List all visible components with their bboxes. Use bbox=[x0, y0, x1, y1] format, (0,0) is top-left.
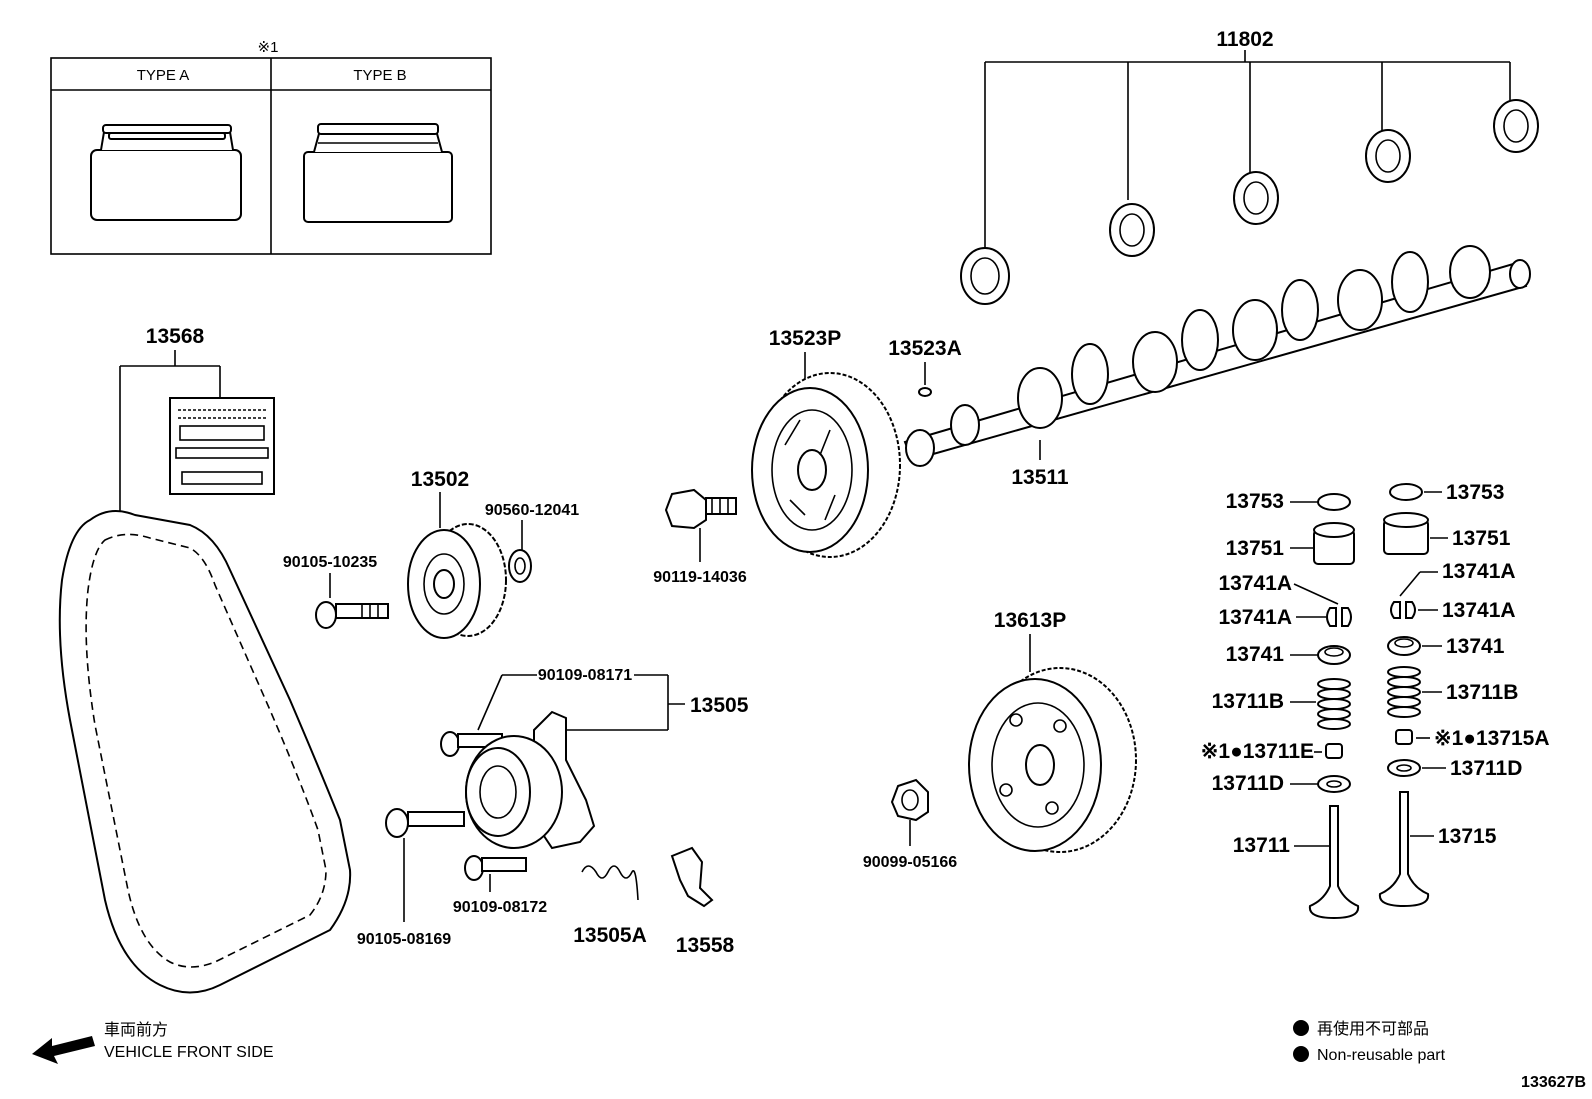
camshaft-timing-pulley: 13523P bbox=[751, 327, 901, 558]
non-reusable-bullet-icon bbox=[1293, 1046, 1309, 1062]
type-insert-box: ※1 TYPE A TYPE B bbox=[50, 39, 492, 255]
valve-seal-type-b-illustration bbox=[303, 123, 453, 223]
part-number-90105-08169: 90105-08169 bbox=[357, 931, 451, 948]
belt-label-card bbox=[169, 397, 275, 495]
part-number-13523P: 13523P bbox=[769, 327, 841, 350]
spacer-90560: 90560-12041 bbox=[485, 502, 579, 583]
bolt-90105-10235: 90105-10235 bbox=[283, 554, 389, 629]
part-number-13511: 13511 bbox=[1011, 466, 1069, 489]
part-number-90109-08172: 90109-08172 bbox=[453, 899, 547, 916]
legend-label-jp: 再使用不可部品 bbox=[1317, 1020, 1429, 1038]
part-number-13741A-1: 13741A bbox=[1218, 572, 1292, 595]
bearing-5 bbox=[1493, 99, 1539, 153]
part-number-13753-left: 13753 bbox=[1226, 490, 1284, 513]
vehicle-front-indicator: 車両前方 VEHICLE FRONT SIDE bbox=[32, 1021, 274, 1064]
non-reusable-bullet-icon bbox=[1293, 1020, 1309, 1036]
part-number-13751-left: 13751 bbox=[1226, 537, 1285, 560]
part-number-13753-right: 13753 bbox=[1446, 481, 1504, 504]
diagram-id: 133627B bbox=[1521, 1074, 1586, 1091]
legend: 再使用不可部品 Non-reusable part bbox=[1293, 1020, 1446, 1064]
valve-train-left: 13753 13751 13741A 13741A 13741 13711B ※… bbox=[1201, 490, 1360, 920]
front-side-label-jp: 車両前方 bbox=[104, 1021, 168, 1039]
part-number-90560-12041: 90560-12041 bbox=[485, 502, 579, 519]
part-number-13523A: 13523A bbox=[888, 337, 962, 360]
camshaft-bearing-set: 11802 bbox=[960, 28, 1539, 305]
part-number-13741A-4: 13741A bbox=[1442, 599, 1516, 622]
part-number-13558: 13558 bbox=[676, 934, 735, 957]
part-number-90105-10235: 90105-10235 bbox=[283, 554, 377, 571]
pulley-bolt-90119: 90119-14036 bbox=[653, 488, 747, 586]
part-number-13715: 13715 bbox=[1438, 825, 1497, 848]
camshaft: 13511 bbox=[903, 245, 1531, 489]
timing-belt: 13568 bbox=[58, 325, 352, 994]
part-number-11802: 11802 bbox=[1216, 28, 1273, 51]
bearing-4 bbox=[1365, 129, 1411, 183]
second-timing-pulley: 13613P bbox=[968, 609, 1137, 853]
part-number-13741A-3: 13741A bbox=[1442, 560, 1516, 583]
part-number-13505A: 13505A bbox=[573, 924, 647, 947]
part-number-13751-right: 13751 bbox=[1452, 527, 1511, 550]
part-number-13711: 13711 bbox=[1233, 834, 1291, 857]
part-number-90119-14036: 90119-14036 bbox=[653, 569, 747, 586]
part-number-13711D-right: 13711D bbox=[1450, 757, 1522, 780]
camshaft-pin: 13523A bbox=[888, 337, 962, 397]
part-number-13711B-right: 13711B bbox=[1446, 681, 1518, 704]
bearing-3 bbox=[1233, 171, 1279, 225]
legend-label-en: Non-reusable part bbox=[1317, 1047, 1446, 1064]
type-a-label: TYPE A bbox=[137, 67, 190, 84]
part-number-90099-05166: 90099-05166 bbox=[863, 854, 957, 871]
part-number-13613P: 13613P bbox=[994, 609, 1066, 632]
part-number-13505: 13505 bbox=[690, 694, 749, 717]
part-number-13741-left: 13741 bbox=[1226, 643, 1285, 666]
bearing-2 bbox=[1109, 203, 1155, 257]
part-number-13715A: ※1●13715A bbox=[1434, 727, 1550, 750]
front-side-label-en: VEHICLE FRONT SIDE bbox=[104, 1044, 274, 1061]
part-number-13711B-left: 13711B bbox=[1212, 690, 1284, 713]
nut-90099: 90099-05166 bbox=[863, 778, 957, 871]
insert-mark: ※1 bbox=[258, 39, 279, 56]
part-number-13741-right: 13741 bbox=[1446, 635, 1505, 658]
part-number-90109-08171: 90109-08171 bbox=[538, 667, 632, 684]
valve-seal-type-a-illustration bbox=[90, 124, 242, 221]
part-number-13711D-left: 13711D bbox=[1212, 772, 1284, 795]
valve-train-right: 13753 13751 13741A 13741A 13741 13711B ※… bbox=[1378, 481, 1550, 908]
part-number-13741A-2: 13741A bbox=[1218, 606, 1292, 629]
part-number-13711E: ※1●13711E bbox=[1201, 740, 1314, 763]
tensioner-assembly: 90109-08171 13505 90105-08169 90109-0817… bbox=[357, 667, 749, 957]
part-number-13568: 13568 bbox=[146, 325, 205, 348]
bearing-1 bbox=[960, 247, 1010, 305]
part-number-13502: 13502 bbox=[411, 468, 469, 491]
idler-pulley: 13502 bbox=[407, 468, 507, 639]
type-b-label: TYPE B bbox=[353, 67, 406, 84]
front-arrow-icon bbox=[32, 1036, 95, 1064]
